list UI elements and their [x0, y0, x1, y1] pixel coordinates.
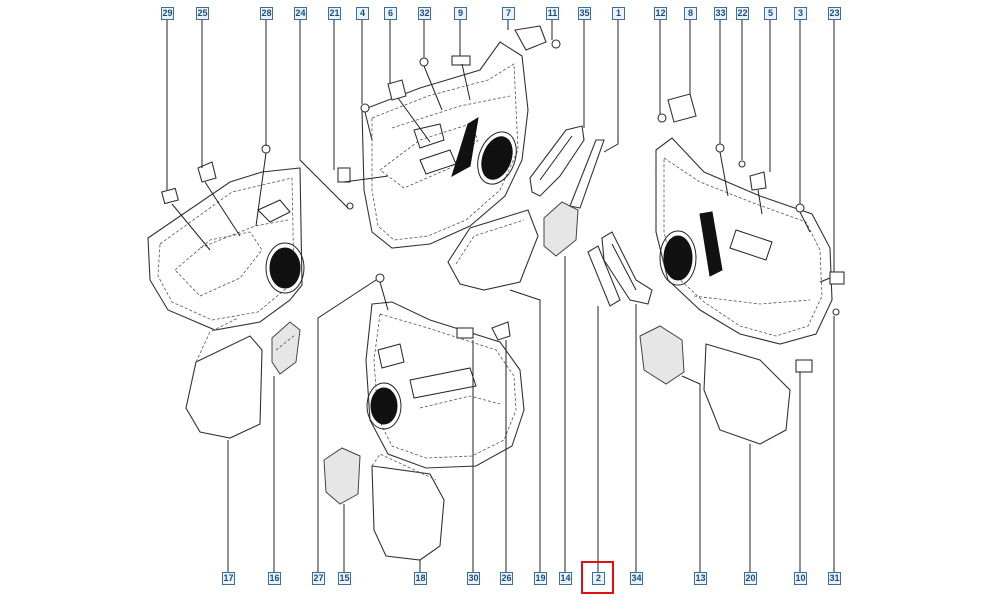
part-label-18[interactable]: 18 — [414, 572, 427, 585]
selected-part-highlight — [581, 561, 614, 594]
part-label-6[interactable]: 6 — [384, 7, 397, 20]
part-label-31[interactable]: 31 — [828, 572, 841, 585]
speaker-seal-16 — [271, 321, 301, 375]
part-label-28[interactable]: 28 — [260, 7, 273, 20]
membrane-20 — [703, 343, 791, 445]
part-label-16[interactable]: 16 — [268, 572, 281, 585]
strip-1 — [569, 139, 605, 209]
part-label-26[interactable]: 26 — [500, 572, 513, 585]
part-label-29[interactable]: 29 — [161, 7, 174, 20]
speaker-seal-15 — [323, 447, 361, 505]
part-label-24[interactable]: 24 — [294, 7, 307, 20]
part-label-14[interactable]: 14 — [559, 572, 572, 585]
part-label-7[interactable]: 7 — [502, 7, 515, 20]
part-label-15[interactable]: 15 — [338, 572, 351, 585]
part-label-4[interactable]: 4 — [356, 7, 369, 20]
speaker-seal-14 — [543, 201, 579, 257]
panel-left-rear — [147, 144, 305, 331]
part-label-32[interactable]: 32 — [418, 7, 431, 20]
part-label-21[interactable]: 21 — [328, 7, 341, 20]
membrane-18 — [371, 453, 445, 561]
leader-lines — [166, 20, 835, 572]
part-label-19[interactable]: 19 — [534, 572, 547, 585]
part-label-2[interactable]: 2 — [592, 572, 605, 585]
panel-left-lower — [365, 273, 525, 469]
part-label-13[interactable]: 13 — [694, 572, 707, 585]
part-label-3[interactable]: 3 — [794, 7, 807, 20]
membrane-19 — [447, 209, 539, 291]
part-label-34[interactable]: 34 — [630, 572, 643, 585]
panel-right-front — [655, 93, 845, 345]
part-label-27[interactable]: 27 — [312, 572, 325, 585]
membrane-17 — [185, 317, 263, 439]
part-label-22[interactable]: 22 — [736, 7, 749, 20]
part-label-20[interactable]: 20 — [744, 572, 757, 585]
handle-34 — [601, 231, 653, 305]
part-label-23[interactable]: 23 — [828, 7, 841, 20]
part-label-11[interactable]: 11 — [546, 7, 559, 20]
speaker-seal-13 — [639, 325, 685, 385]
handle-35 — [529, 125, 585, 197]
strip-2 — [587, 245, 621, 307]
part-label-17[interactable]: 17 — [222, 572, 235, 585]
part-label-33[interactable]: 33 — [714, 7, 727, 20]
part-label-5[interactable]: 5 — [764, 7, 777, 20]
part-label-8[interactable]: 8 — [684, 7, 697, 20]
part-label-1[interactable]: 1 — [612, 7, 625, 20]
part-label-25[interactable]: 25 — [196, 7, 209, 20]
part-label-35[interactable]: 35 — [578, 7, 591, 20]
part-label-9[interactable]: 9 — [454, 7, 467, 20]
part-label-12[interactable]: 12 — [654, 7, 667, 20]
part-label-30[interactable]: 30 — [467, 572, 480, 585]
part-label-10[interactable]: 10 — [794, 572, 807, 585]
switch-10 — [795, 359, 813, 373]
